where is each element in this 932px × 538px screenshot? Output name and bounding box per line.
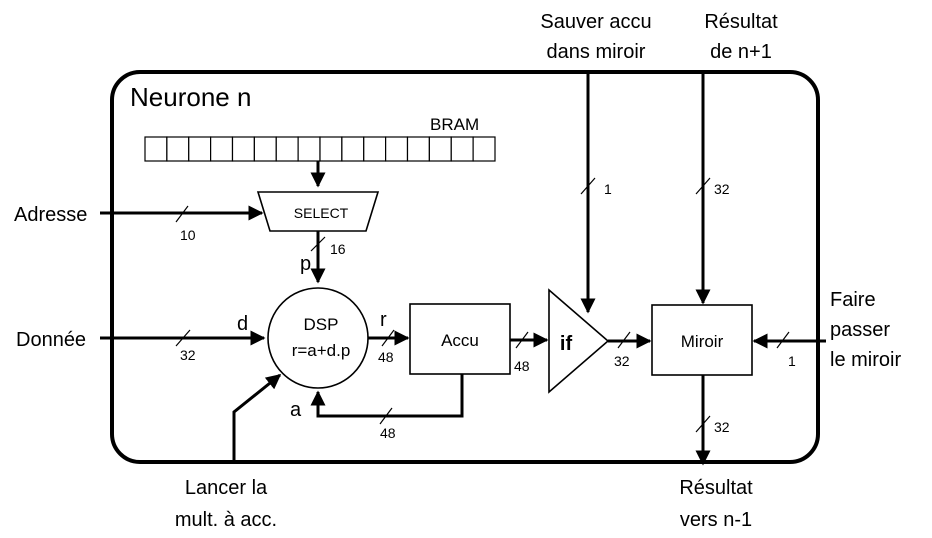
dsp-label: DSP [304, 315, 339, 334]
result-in-line2: de n+1 [710, 41, 772, 63]
feedback-bus-tick [379, 407, 393, 425]
adresse-label: Adresse [14, 204, 87, 226]
save-bus-width: 1 [604, 181, 612, 197]
bram-cell [166, 136, 190, 162]
if-gate [548, 288, 610, 394]
p-bus-width: 16 [330, 241, 346, 257]
pass-label-line3: le miroir [830, 349, 901, 371]
pass-label-line2: passer [830, 319, 890, 341]
accu-bus-width: 48 [514, 358, 530, 374]
bram-cell [319, 136, 343, 162]
bram-cell [472, 136, 496, 162]
save-label-line2: dans miroir [547, 41, 646, 63]
result-in-line1: Résultat [704, 11, 778, 33]
dsp-formula: r=a+d.p [292, 341, 351, 360]
result-out-bus-tick [695, 415, 711, 433]
donnee-bus-width: 32 [180, 347, 196, 363]
dsp-unit [267, 287, 369, 389]
adresse-bus-tick [175, 205, 189, 223]
a-signal-label: a [290, 399, 302, 421]
feedback-bus-width: 48 [380, 425, 396, 441]
select-mux [256, 191, 380, 232]
pass-bus-tick [776, 331, 790, 349]
result-in-bus-width: 32 [714, 181, 730, 197]
miroir-label: Miroir [681, 332, 724, 351]
bram-block [144, 136, 496, 162]
result-out-bus-width: 32 [714, 419, 730, 435]
accu-label: Accu [441, 331, 479, 350]
result-out-line2: vers n-1 [680, 509, 752, 531]
bram-cell [406, 136, 430, 162]
bram-cell [363, 136, 387, 162]
bram-cell [210, 136, 234, 162]
r-bus-width: 48 [378, 349, 394, 365]
bram-label: BRAM [430, 115, 479, 134]
save-label-line1: Sauver accu [540, 11, 651, 33]
bram-cell [188, 136, 212, 162]
donnee-bus-tick [175, 329, 191, 347]
launch-label-line2: mult. à acc. [175, 509, 277, 531]
adresse-bus-width: 10 [180, 227, 196, 243]
donnee-label: Donnée [16, 329, 86, 351]
bram-cell [253, 136, 277, 162]
bram-cell [275, 136, 299, 162]
result-out-line1: Résultat [679, 477, 753, 499]
launch-label-line1: Lancer la [185, 477, 268, 499]
p-bus-tick [310, 236, 326, 252]
accu-bus-tick [515, 331, 529, 349]
p-signal-label: p [300, 253, 311, 275]
if-bus-width: 32 [614, 353, 630, 369]
launch-wire [232, 373, 282, 462]
select-label: SELECT [294, 205, 349, 221]
neuron-title: Neurone n [130, 82, 251, 112]
bram-cell [231, 136, 255, 162]
d-signal-label: d [237, 313, 248, 335]
bram-cell [428, 136, 452, 162]
neuron-frame [110, 70, 820, 464]
save-bus-tick [580, 177, 596, 195]
bram-cell [450, 136, 474, 162]
miroir-register [651, 304, 753, 376]
if-bus-tick [617, 331, 631, 349]
r-bus-tick [381, 329, 395, 347]
bram-cell [297, 136, 321, 162]
pass-bus-width: 1 [788, 353, 796, 369]
feedback-wire [310, 374, 464, 418]
bram-cell [385, 136, 409, 162]
bram-cell [144, 136, 168, 162]
pass-label-line1: Faire [830, 289, 876, 311]
bram-cell [341, 136, 365, 162]
r-signal-label: r [380, 309, 387, 331]
result-in-bus-tick [695, 177, 711, 195]
if-label: if [560, 333, 573, 355]
